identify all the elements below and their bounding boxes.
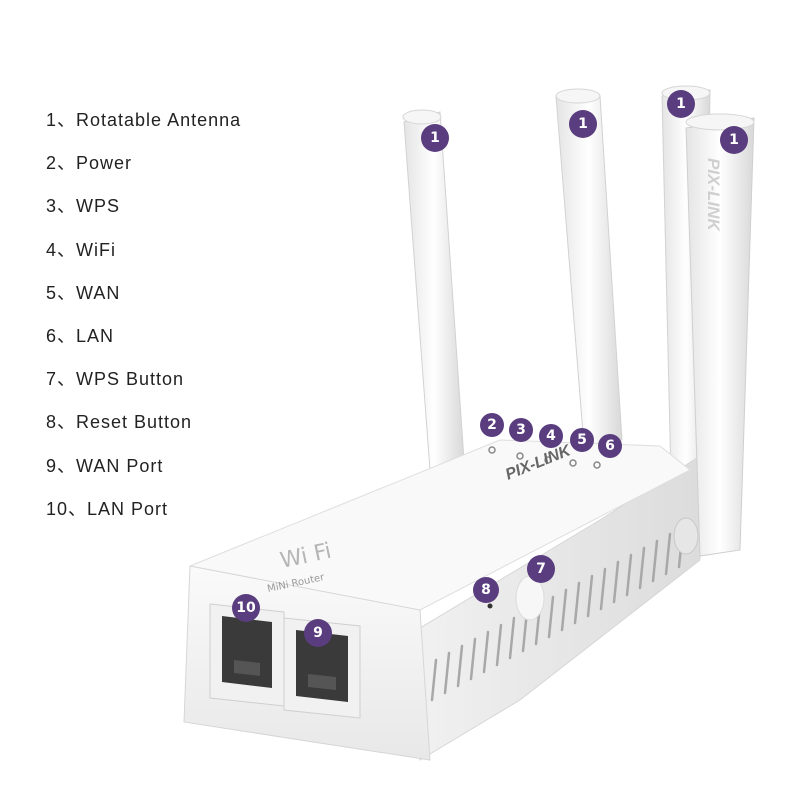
marker-wan-port: 9 (304, 619, 332, 647)
marker-wps-led: 3 (509, 418, 533, 442)
svg-text:9: 9 (313, 625, 323, 641)
svg-text:4: 4 (546, 428, 556, 444)
svg-text:7: 7 (536, 561, 546, 577)
antenna-rear-left (402, 109, 465, 471)
vent-slot (495, 623, 503, 667)
marker-lan-port: 10 (232, 594, 260, 622)
vent-slot (443, 651, 451, 695)
svg-text:1: 1 (578, 116, 588, 132)
marker-lan-led: 6 (598, 434, 622, 458)
svg-text:5: 5 (577, 432, 587, 448)
svg-text:6: 6 (605, 438, 615, 454)
legend-item-wps-button: 7、WPS Button (46, 369, 185, 390)
legend-item-wan: 5、WAN (46, 282, 121, 303)
svg-text:1: 1 (729, 132, 739, 148)
marker-wifi-led: 4 (539, 424, 563, 448)
marker-antenna-right: 1 (667, 90, 695, 118)
svg-text:1: 1 (676, 96, 686, 112)
vent-slot (638, 546, 646, 590)
vent-slot (612, 560, 620, 604)
brand-label-antenna: PIX-LINK (704, 158, 723, 232)
legend-item-lan: 6、LAN (46, 325, 115, 346)
vent-slot (586, 574, 594, 618)
led-indicators (488, 446, 601, 469)
vent-slot (547, 595, 555, 639)
vent-slot (469, 637, 477, 681)
vent-slot (508, 616, 516, 660)
vent-slot (560, 588, 568, 632)
router-body: PIX-LINK Wi Fi MiNi Router (183, 439, 701, 761)
vent-slot (430, 658, 438, 702)
antenna-hinge (673, 517, 699, 555)
legend-item-reset-button: 8、Reset Button (46, 412, 193, 433)
reset-pinhole (487, 603, 493, 609)
antenna-rear-center (555, 88, 623, 447)
vent-slot (625, 553, 633, 597)
svg-text:10: 10 (236, 600, 256, 616)
legend-item-lan-port: 10、LAN Port (46, 498, 169, 519)
feature-legend: 1、Rotatable Antenna 2、Power 3、WPS 4、WiFi… (46, 106, 241, 538)
vent-slot (456, 644, 464, 688)
marker-antenna-left: 1 (421, 124, 449, 152)
marker-reset-button: 8 (473, 577, 499, 603)
legend-item-wifi: 4、WiFi (46, 239, 116, 260)
legend-item-wps: 3、WPS (46, 196, 121, 217)
marker-wps-button: 7 (527, 555, 555, 583)
vent-slot (664, 532, 672, 576)
svg-text:1: 1 (430, 130, 440, 146)
vent-slot (651, 539, 659, 583)
legend-item-rotatable-antenna: 1、Rotatable Antenna (46, 110, 242, 130)
marker-wan-led: 5 (570, 428, 594, 452)
marker-antenna-center: 1 (569, 110, 597, 138)
legend-item-wan-port: 9、WAN Port (46, 455, 164, 476)
svg-text:3: 3 (516, 422, 526, 438)
wan-port[interactable] (283, 617, 361, 719)
vent-slot (573, 581, 581, 625)
legend-item-power: 2、Power (46, 153, 133, 174)
antenna-front-right: PIX-LINK (673, 113, 755, 557)
svg-text:2: 2 (487, 417, 497, 433)
vent-slot (599, 567, 607, 611)
marker-antenna-front: 1 (720, 126, 748, 154)
marker-power-led: 2 (480, 413, 504, 437)
svg-text:8: 8 (481, 582, 491, 598)
vent-slot (482, 630, 490, 674)
